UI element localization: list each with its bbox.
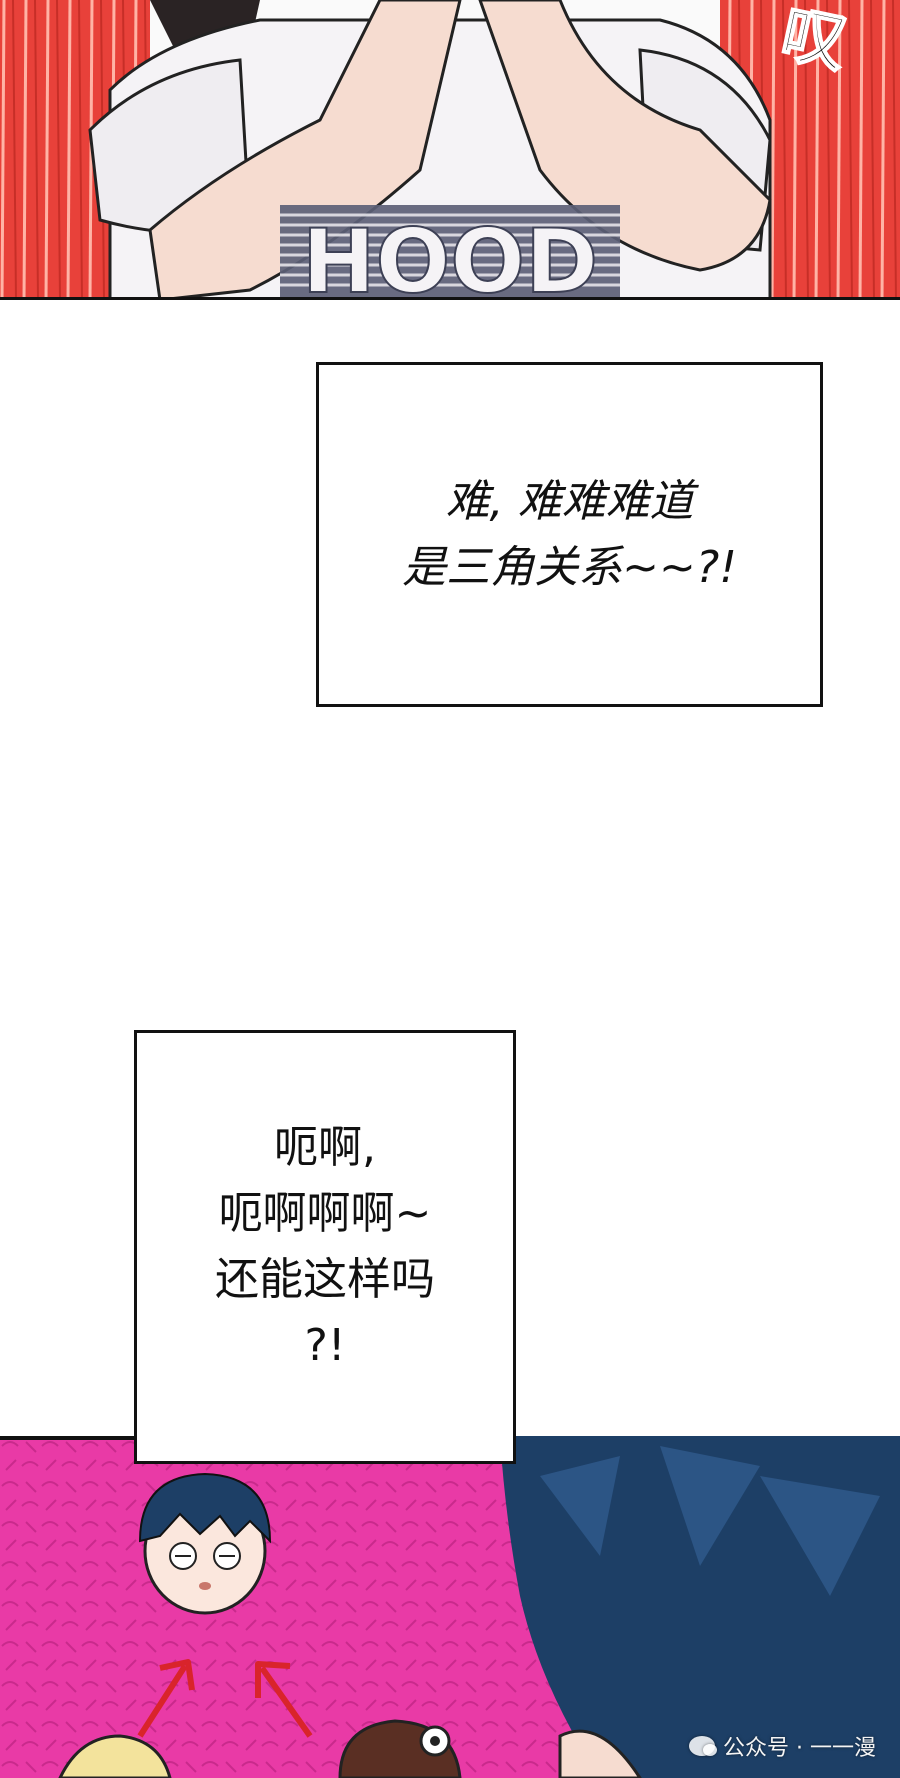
chibi-character-head	[138, 1472, 272, 1615]
speech-box-2-line-1: 呃啊,	[274, 1122, 376, 1173]
top-panel-art: HOOD 叹	[0, 0, 900, 300]
speech-box-2-line-3: 还能这样吗	[215, 1254, 435, 1305]
red-arrow-right	[255, 1661, 313, 1738]
speech-box-1-line-2: 是三角关系~~?!	[402, 541, 737, 593]
speech-box-2-line-2: 呃啊啊啊~	[218, 1188, 432, 1239]
bottom-panel-art	[0, 1436, 900, 1778]
top-comic-panel: HOOD 叹	[0, 0, 900, 300]
wechat-icon	[689, 1736, 718, 1756]
shirt-logo	[280, 205, 620, 300]
bottom-comic-panel: 公众号 · 一一漫	[0, 1436, 900, 1778]
speech-box-1-line-1: 难, 难难难道	[445, 475, 694, 527]
watermark: 公众号 · 一一漫	[689, 1730, 876, 1762]
watermark-text: 公众号 · 一一漫	[723, 1736, 876, 1761]
speech-box-2-line-4: ?!	[304, 1320, 346, 1371]
speech-box-2: 呃啊, 呃啊啊啊~ 还能这样吗 ?!	[134, 1030, 516, 1464]
red-arrow-left	[137, 1659, 195, 1738]
shirt-logo-text: HOOD	[302, 210, 598, 300]
sound-effect-text: 叹	[775, 0, 853, 82]
speech-box-1: 难, 难难难道 是三角关系~~?!	[316, 362, 823, 707]
